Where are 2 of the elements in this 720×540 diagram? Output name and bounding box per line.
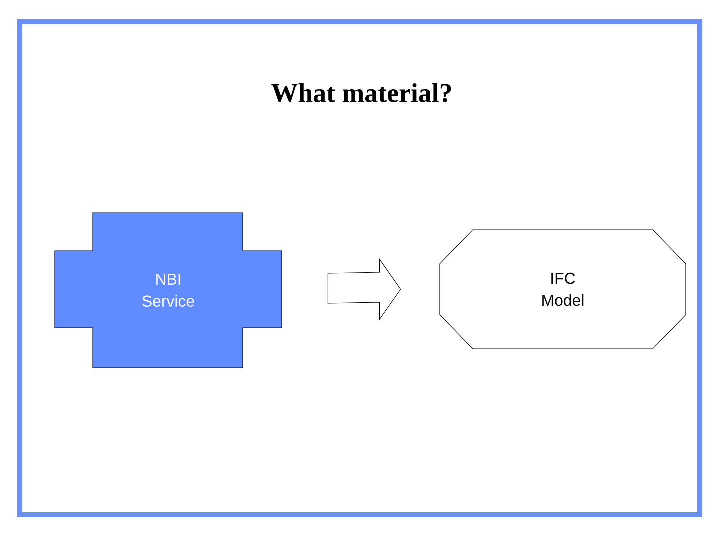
block-arrow xyxy=(328,258,402,320)
title: What material? xyxy=(272,83,452,103)
